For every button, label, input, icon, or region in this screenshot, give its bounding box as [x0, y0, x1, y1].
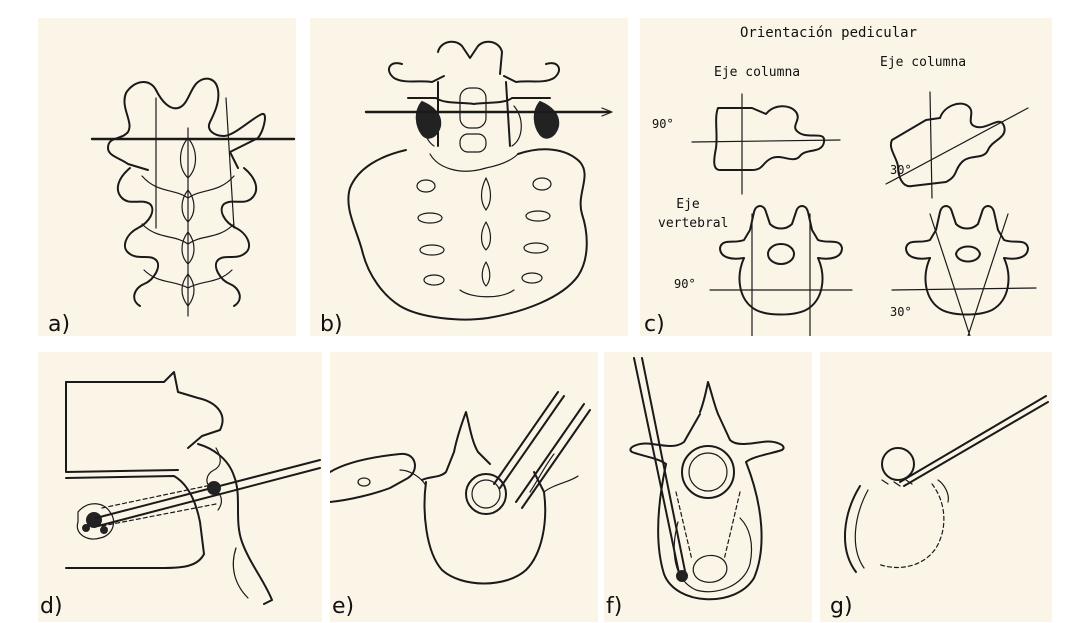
axis-column-right-label: Eje columna — [880, 56, 966, 69]
panel-b: b) — [310, 18, 628, 336]
orientation-title: Orientación pedicular — [740, 26, 917, 40]
panel-d: d) — [38, 352, 322, 622]
fragmented-vertebra-needle-illustration — [820, 352, 1052, 622]
sacrum-lumbar-posterior-illustration — [310, 18, 628, 336]
panel-f-label: f) — [606, 596, 622, 618]
axis-vertebral-label: Eje vertebral — [658, 196, 718, 234]
panel-f: f) — [604, 352, 812, 622]
panel-a: a) — [38, 18, 296, 336]
panel-g: g) — [820, 352, 1052, 622]
panel-d-label: d) — [40, 596, 63, 618]
axial-needle-with-hand-illustration — [330, 352, 598, 622]
angle-top-right-label: 30° — [890, 164, 912, 176]
panel-b-label: b) — [320, 314, 343, 336]
panel-g-label: g) — [830, 596, 853, 618]
angle-bottom-right-label: 30° — [890, 306, 912, 318]
pedicle-orientation-illustration — [640, 18, 1052, 336]
angle-top-left-label: 90° — [652, 118, 674, 130]
spine-posterior-view-illustration — [38, 18, 296, 336]
panel-c: Orientación pedicular Eje columna Eje co… — [640, 18, 1052, 336]
panel-a-label: a) — [48, 314, 70, 336]
lateral-needle-insertion-illustration — [38, 352, 322, 622]
angle-bottom-left-label: 90° — [674, 278, 696, 290]
axial-biopsy-needle-illustration — [604, 352, 812, 622]
panel-e: e) — [330, 352, 598, 622]
panel-c-label: c) — [644, 314, 665, 336]
axis-column-left-label: Eje columna — [714, 66, 800, 79]
panel-e-label: e) — [332, 596, 354, 618]
